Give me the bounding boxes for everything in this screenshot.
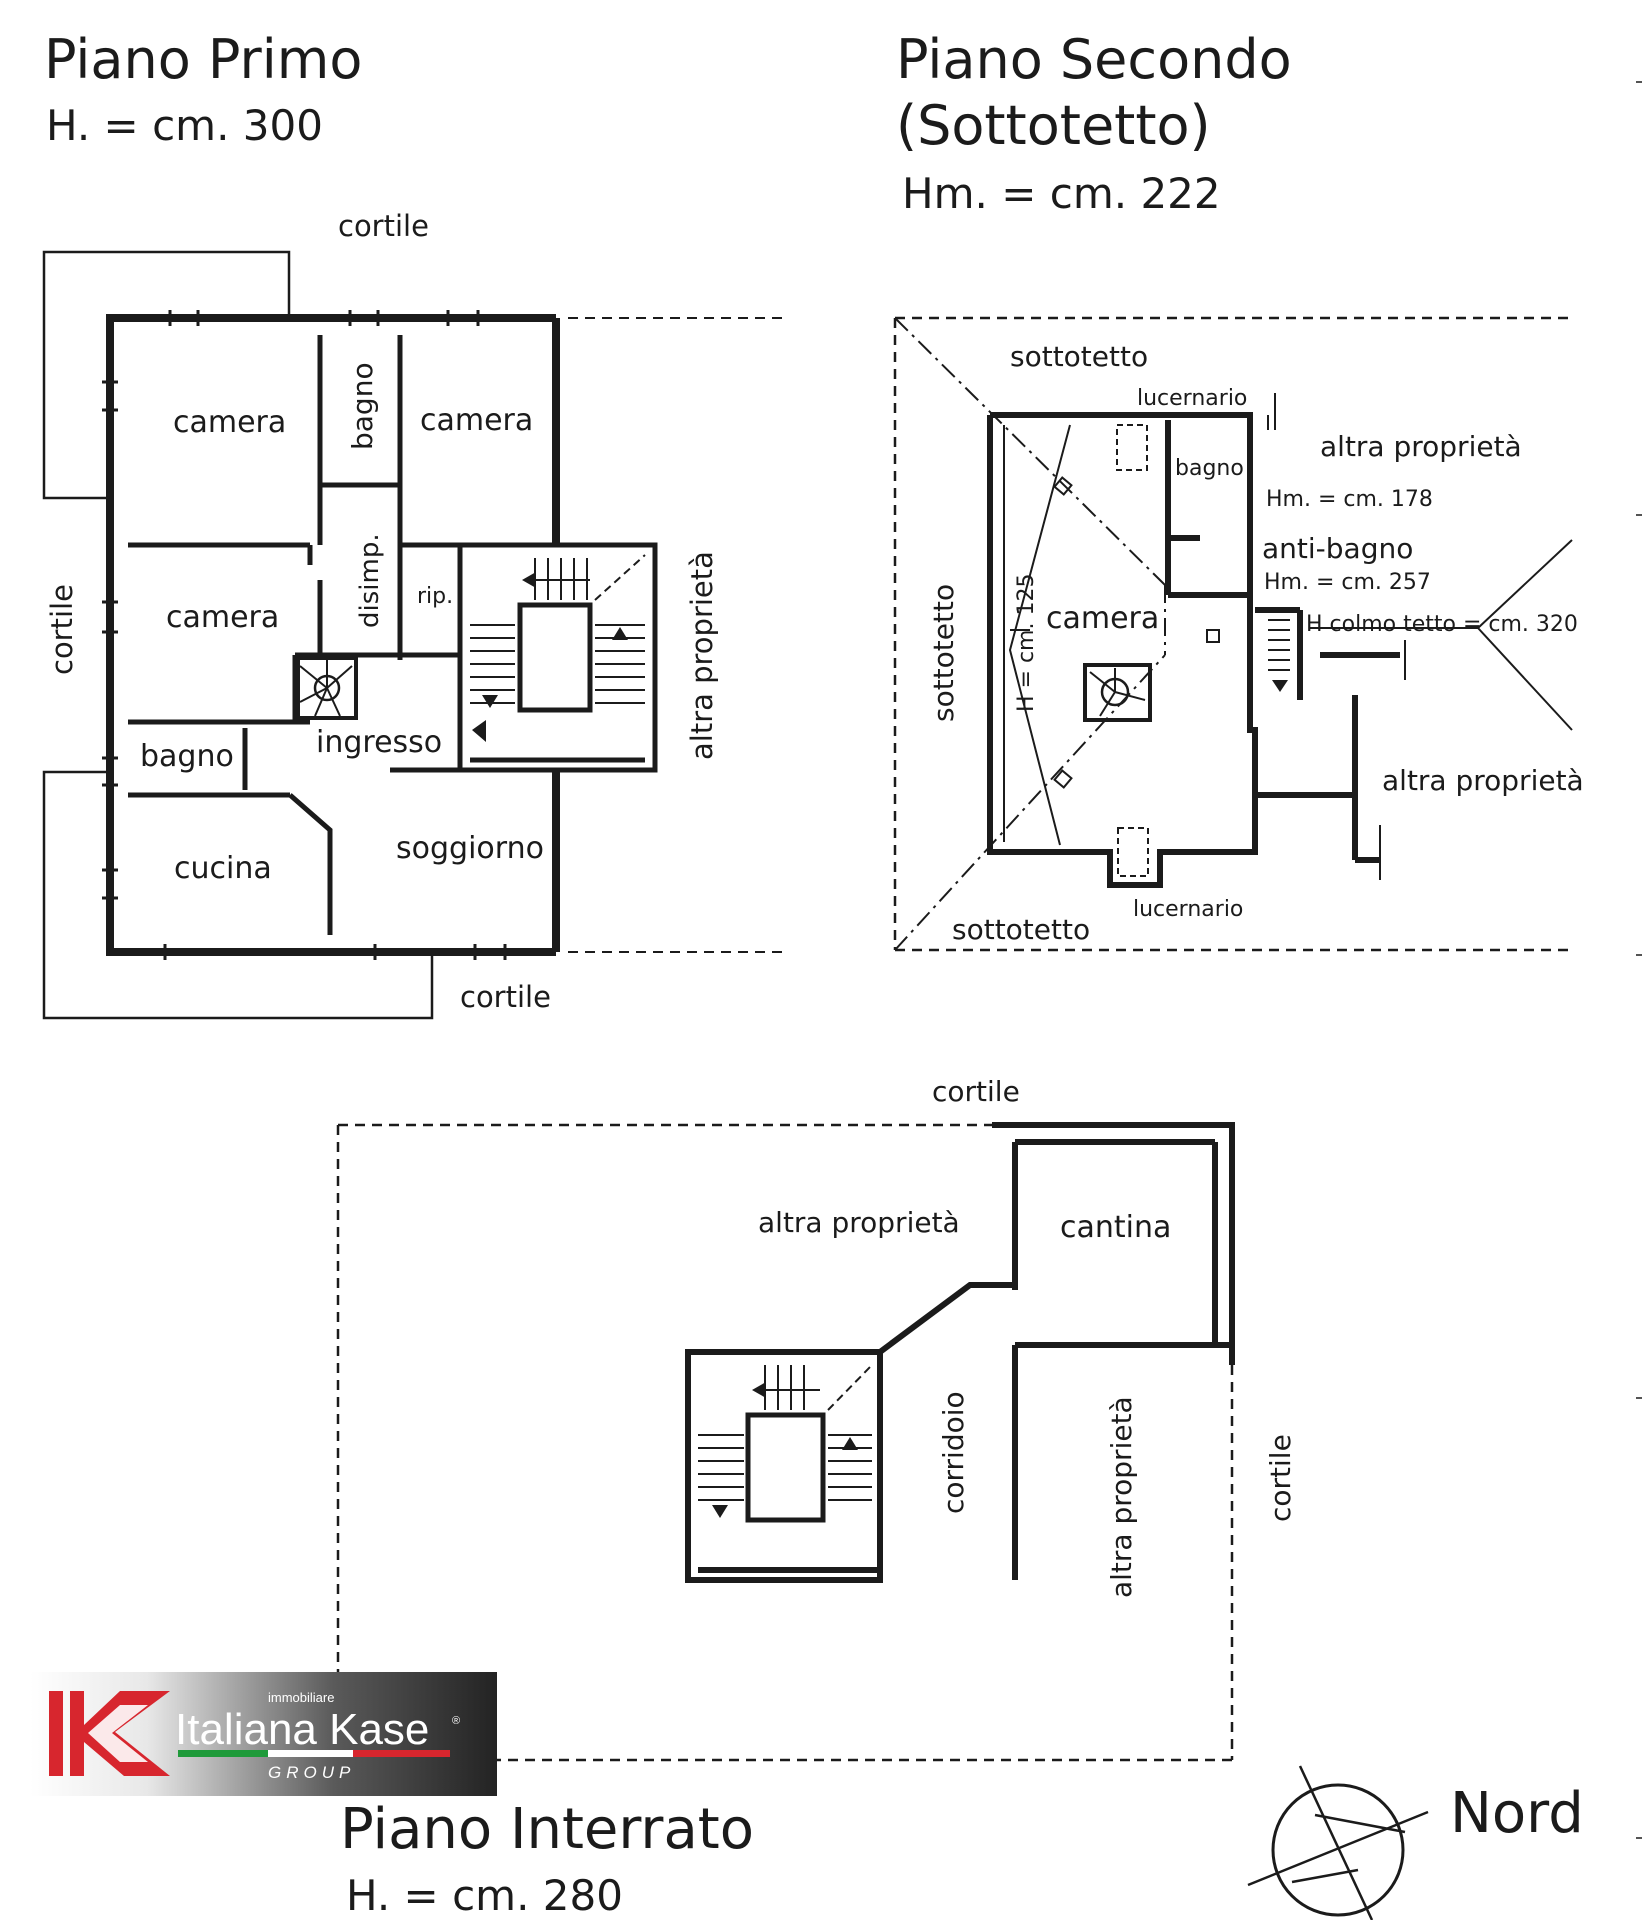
room-disimpegno: disimp. — [355, 533, 385, 628]
piano-primo-height: H. = cm. 300 — [46, 101, 323, 150]
label-h-colmo-tetto: H colmo tetto = cm. 320 — [1306, 612, 1578, 637]
piano-secondo-subtitle: (Sottotetto) — [896, 94, 1211, 157]
label-cortile: cortile — [338, 209, 429, 243]
outer-walls — [106, 314, 560, 956]
label-antibagno-height: Hm. = cm. 257 — [1264, 570, 1431, 595]
label-altra-proprieta: altra proprietà — [685, 551, 719, 760]
compass-circle — [1271, 1783, 1405, 1917]
piano-primo: Piano Primo H. = cm. 300 — [42, 28, 786, 1020]
label-cortile: cortile — [932, 1075, 1020, 1108]
room-bagno: bagno — [1175, 456, 1244, 481]
label-lucernario: lucernario — [1133, 897, 1243, 922]
room-cucina: cucina — [174, 851, 272, 886]
roof-hips-right — [1310, 539, 1573, 731]
label-sottotetto: sottotetto — [927, 584, 960, 722]
piano-interrato-title: Piano Interrato — [340, 1797, 754, 1862]
room-ingresso: ingresso — [316, 725, 442, 760]
piano-primo-labels: cortile cortile cortile camera bagno cam… — [45, 209, 719, 1014]
piano-interrato-height: H. = cm. 280 — [346, 1871, 623, 1920]
piano-secondo: Piano Secondo (Sottotetto) Hm. = cm. 222 — [893, 28, 1584, 952]
courtyard-outlines — [42, 250, 434, 1020]
room-camera: camera — [420, 403, 533, 438]
stair-core — [517, 602, 593, 713]
stair-arrow — [1272, 680, 1288, 692]
window-marks — [102, 310, 507, 960]
piano-secondo-height: Hm. = cm. 222 — [902, 169, 1221, 218]
spiral-stair — [1083, 663, 1152, 722]
logo-immobiliare: immobiliare — [268, 1690, 334, 1705]
label-lucernario: lucernario — [1137, 386, 1247, 411]
label-cortile: cortile — [45, 584, 79, 675]
label-altra-proprieta: altra proprietà — [1320, 430, 1522, 463]
attic-inner-lines — [1003, 393, 1406, 880]
label-bagno-height: Hm. = cm. 178 — [1266, 487, 1433, 512]
piano-interrato: cortile cortile altra proprietà altra pr… — [336, 1075, 1297, 1920]
spiral-stair — [296, 656, 358, 720]
label-altra-proprieta: altra proprietà — [1105, 1396, 1138, 1598]
room-camera: camera — [1046, 601, 1159, 636]
logo-group: GROUP — [268, 1763, 355, 1782]
label-h-125: H = cm. 125 — [1014, 574, 1039, 712]
room-soggiorno: soggiorno — [396, 831, 544, 866]
logo-k-mark — [49, 1691, 170, 1776]
room-bagno: bagno — [346, 362, 379, 450]
room-ripostiglio: rip. — [417, 584, 453, 609]
logo-name: Italiana Kase — [175, 1705, 429, 1754]
attic-walls — [987, 412, 1400, 888]
label-cortile: cortile — [1264, 1434, 1297, 1522]
ridge-markers — [1053, 476, 1220, 789]
stair-steps — [470, 554, 646, 704]
skylights — [1116, 424, 1149, 877]
piano-secondo-title: Piano Secondo — [896, 28, 1292, 91]
label-altra-proprieta: altra proprietà — [758, 1206, 960, 1239]
label-cortile: cortile — [460, 980, 551, 1014]
stair-steps — [698, 1364, 873, 1501]
compass-nord-label: Nord — [1450, 1781, 1584, 1846]
room-camera: camera — [166, 600, 279, 635]
room-camera: camera — [173, 405, 286, 440]
brand-logo: immobiliare Italiana Kase ® GROUP — [30, 1672, 497, 1796]
room-bagno: bagno — [140, 739, 234, 774]
basement-walls — [685, 1122, 1235, 1583]
stair-arrows — [712, 1382, 858, 1518]
room-anti-bagno: anti-bagno — [1262, 532, 1413, 565]
piano-primo-title: Piano Primo — [44, 28, 362, 91]
basement-outline-dashed — [336, 1123, 1235, 1762]
roof-outline-dashed — [893, 316, 1572, 952]
label-sottotetto: sottotetto — [1010, 340, 1148, 373]
property-lines-dashed — [568, 317, 786, 953]
piano-secondo-labels: sottotetto sottotetto sottotetto lucerna… — [927, 340, 1584, 946]
stair-arrows — [472, 572, 628, 742]
north-compass: Nord — [1247, 1765, 1584, 1920]
slope-lines — [1008, 424, 1071, 846]
label-altra-proprieta: altra proprietà — [1382, 764, 1584, 797]
piano-interrato-labels: cortile cortile altra proprietà altra pr… — [758, 1075, 1297, 1598]
logo-registered: ® — [452, 1715, 460, 1727]
interior-walls — [128, 335, 658, 935]
registration-ticks — [1636, 81, 1642, 1839]
room-corridoio: corridoio — [937, 1391, 970, 1514]
compass-lines — [1247, 1765, 1429, 1920]
logo-flag-stripe — [178, 1750, 450, 1757]
stair-core — [745, 1412, 826, 1523]
room-cantina: cantina — [1060, 1210, 1171, 1245]
label-sottotetto: sottotetto — [952, 913, 1090, 946]
